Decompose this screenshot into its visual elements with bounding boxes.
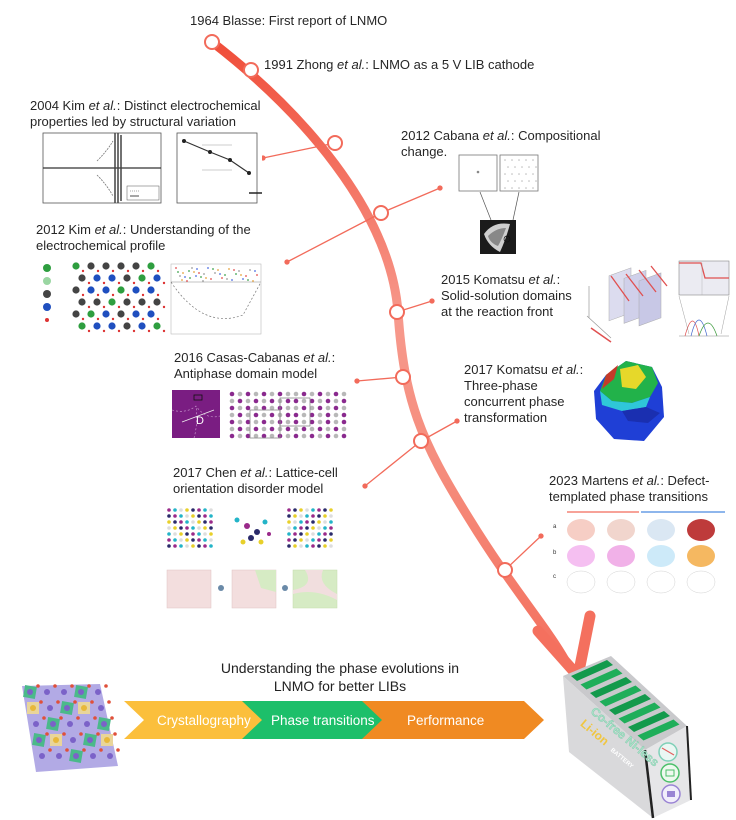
casas2016-figure: D — [172, 390, 352, 440]
goal-title: Understanding the phase evolutions in LN… — [220, 660, 460, 694]
pathway-step-performance[interactable] — [362, 701, 544, 739]
pointer-2012-cabana — [380, 187, 441, 214]
pointer-2004-kim — [262, 142, 336, 159]
battery-illustration: Co-free Ni-less Li-ion BATTERY — [563, 656, 692, 819]
chen-cell-center — [234, 517, 271, 545]
event-2023-martens-label: 2023 Martens et al.: Defect- templated p… — [549, 473, 710, 504]
martens-row-a: a — [553, 524, 557, 530]
kim2012-formation-energy-plot — [170, 263, 262, 335]
timeline-arrow-body — [207, 37, 570, 665]
martens2023-figure: a b c — [549, 508, 736, 608]
kim2004-figure — [27, 131, 262, 211]
pointer-2012-kim — [286, 212, 382, 263]
pathway-step-phase-transitions[interactable] — [242, 701, 384, 739]
komatsu2015-xrd-peaks — [678, 295, 730, 337]
kim2004-dqdv-plot — [42, 132, 162, 204]
komatsu2015-waterfall — [586, 265, 668, 343]
kim2004-lattice-plot — [176, 132, 262, 204]
casas-domain-image — [172, 390, 220, 438]
timeline-node-2015[interactable] — [389, 304, 405, 320]
timeline-node-1991[interactable] — [243, 62, 259, 78]
pointer-2023-martens — [504, 535, 542, 571]
martens-row-b: b — [553, 550, 557, 556]
kim2012-figure — [38, 260, 263, 340]
timeline-node-2023[interactable] — [497, 562, 513, 578]
pathway-label-phase-transitions: Phase transitions — [271, 713, 375, 728]
casas-domain-label: D — [196, 415, 204, 427]
komatsu2015-figure — [581, 256, 733, 346]
casas-atom-grid — [229, 391, 347, 439]
pathway-step-crystallography[interactable] — [124, 701, 264, 739]
event-1964-label: 1964 Blasse: First report of LNMO — [190, 13, 388, 28]
event-2016-casas-label: 2016 Casas-Cabanas et al.: Antiphase dom… — [174, 350, 336, 381]
pathway-arrows: Crystallography Phase transitions Perfor… — [124, 701, 544, 739]
komatsu2017-particle — [592, 357, 667, 447]
event-2004-label: 2004 Kim et al.: Distinct electrochemica… — [30, 98, 261, 129]
lnmo-crystal-structure — [22, 684, 120, 772]
chen-lattice-right — [287, 508, 333, 548]
timeline-node-2016[interactable] — [395, 369, 411, 385]
timeline-node-2017[interactable] — [413, 433, 429, 449]
event-2017-chen-label: 2017 Chen et al.: Lattice-cell orientati… — [173, 465, 338, 496]
nickel-icon — [660, 763, 680, 783]
pointer-2017-chen — [364, 440, 422, 487]
cabana2012-figure — [458, 154, 548, 254]
chen2017-figure — [165, 504, 345, 614]
komatsu2015-phase-panel — [678, 260, 730, 296]
event-2012-cabana-label: 2012 Cabana et al.: Compositional change… — [401, 128, 601, 159]
chen-map-1 — [166, 569, 212, 609]
no-cobalt-icon — [658, 742, 678, 762]
pathway-label-crystallography: Crystallography — [157, 713, 251, 728]
timeline-node-2004[interactable] — [327, 135, 343, 151]
event-1991-label: 1991 Zhong et al.: LNMO as a 5 V LIB cat… — [264, 57, 535, 72]
martens-row-c: c — [553, 574, 556, 580]
pathway-label-performance: Performance — [407, 713, 484, 728]
event-2015-komatsu-label: 2015 Komatsu et al.: Solid-solution doma… — [441, 272, 572, 319]
kim2012-legend — [43, 264, 51, 322]
manganese-icon — [661, 784, 681, 804]
chen-lattice-left — [167, 508, 213, 548]
cabana-diffraction-2 — [499, 154, 539, 192]
timeline-node-1964[interactable] — [204, 34, 220, 50]
timeline-node-2012[interactable] — [373, 205, 389, 221]
event-2012-kim-label: 2012 Kim et al.: Understanding of the el… — [36, 222, 251, 253]
battery-front-face — [563, 676, 653, 818]
event-2017-komatsu-label: 2017 Komatsu et al.: Three-phase concurr… — [464, 362, 584, 425]
kim2012-crystal-structure — [72, 262, 166, 333]
